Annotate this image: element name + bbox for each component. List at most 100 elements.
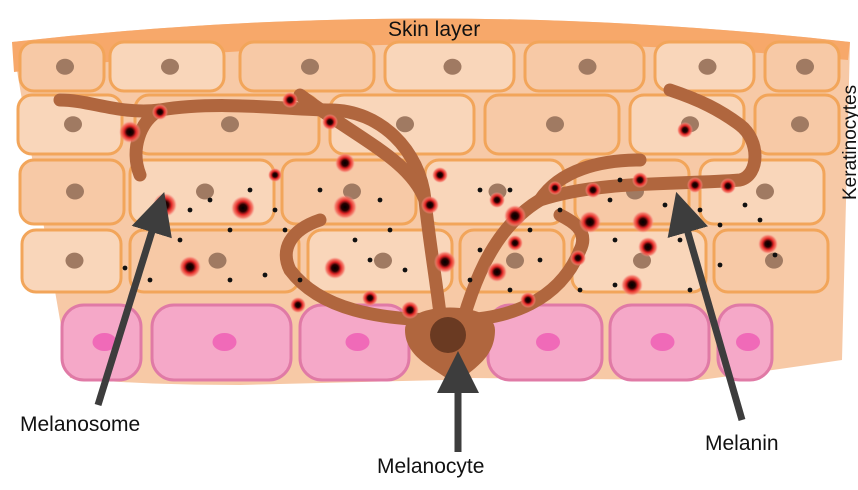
melanin-granule: [538, 258, 543, 263]
melanosome-label: Melanosome: [20, 413, 140, 437]
melanin-granule: [123, 266, 128, 271]
melanosome: [290, 297, 306, 313]
melanin-granule: [578, 288, 583, 293]
melanin-granule: [378, 198, 383, 203]
melanosome: [758, 234, 778, 254]
melanosome: [632, 172, 648, 188]
melanosome: [231, 196, 255, 220]
melanin-granule: [743, 203, 748, 208]
melanin-granule: [663, 203, 668, 208]
melanosome: [720, 178, 736, 194]
melanosome: [119, 121, 141, 143]
melanin-granule: [508, 288, 513, 293]
keratinocyte-nucleus: [196, 184, 214, 200]
melanosome: [179, 256, 201, 278]
keratinocyte-nucleus: [791, 116, 809, 132]
keratinocyte-nucleus: [796, 59, 814, 75]
melanosome: [487, 262, 507, 282]
melanosome: [585, 182, 601, 198]
melanin-granule: [618, 178, 623, 183]
melanin-granule: [248, 188, 253, 193]
melanin-granule: [263, 273, 268, 278]
keratinocyte-nucleus: [64, 116, 82, 132]
melanin-granule: [283, 228, 288, 233]
melanin-granule: [178, 238, 183, 243]
melanin-label: Melanin: [705, 432, 779, 456]
melanin-granule: [688, 288, 693, 293]
keratinocyte-nucleus: [546, 116, 564, 132]
melanosome: [548, 181, 562, 195]
melanosome: [677, 122, 693, 138]
keratinocyte-nucleus: [444, 59, 462, 75]
melanosome: [570, 250, 586, 266]
melanosome: [504, 205, 526, 227]
melanin-granule: [228, 228, 233, 233]
melanin-granule: [773, 253, 778, 258]
melanosome: [434, 251, 456, 273]
melanin-granule: [208, 198, 213, 203]
basal-nucleus: [736, 333, 760, 351]
basal-nucleus: [213, 333, 237, 351]
melanosome: [333, 195, 357, 219]
basal-nucleus: [346, 333, 370, 351]
melanosome: [324, 257, 346, 279]
keratinocyte-nucleus: [396, 116, 414, 132]
keratinocyte-nucleus: [209, 253, 227, 269]
melanosome: [638, 237, 658, 257]
keratinocyte-nucleus: [699, 59, 717, 75]
keratinocyte-nucleus: [374, 253, 392, 269]
melanosome: [432, 167, 448, 183]
melanin-granule: [478, 248, 483, 253]
melanosome: [335, 153, 355, 173]
melanosome: [401, 301, 419, 319]
skin-layer-label: Skin layer: [388, 18, 480, 42]
melanin-granule: [608, 198, 613, 203]
melanosome: [687, 177, 703, 193]
basal-nucleus: [536, 333, 560, 351]
melanin-granule: [148, 278, 153, 283]
melanin-granule: [698, 208, 703, 213]
keratinocyte-nucleus: [756, 184, 774, 200]
melanin-granule: [678, 238, 683, 243]
melanosome: [579, 211, 601, 233]
keratinocyte-nucleus: [66, 253, 84, 269]
melanin-granule: [613, 238, 618, 243]
keratinocyte-nucleus: [506, 253, 524, 269]
melanin-granule: [388, 228, 393, 233]
basal-nucleus: [651, 333, 675, 351]
keratinocyte-nucleus: [66, 184, 84, 200]
keratinocyte-nucleus: [56, 59, 74, 75]
melanin-granule: [188, 208, 193, 213]
melanocyte-label: Melanocyte: [377, 455, 484, 479]
melanin-granule: [353, 238, 358, 243]
melanin-granule: [368, 258, 373, 263]
keratinocytes-label: Keratinocytes: [840, 85, 858, 200]
melanosome: [632, 211, 654, 233]
melanin-granule: [758, 218, 763, 223]
melanin-granule: [468, 278, 473, 283]
melanosome: [268, 168, 282, 182]
melanosome: [282, 92, 298, 108]
melanosome: [152, 104, 168, 120]
melanocyte-nucleus: [430, 317, 466, 353]
melanosome: [421, 196, 439, 214]
keratinocyte-nucleus: [161, 59, 179, 75]
melanosome: [520, 292, 536, 308]
keratinocyte-nucleus: [221, 116, 239, 132]
melanin-granule: [478, 188, 483, 193]
melanin-granule: [718, 263, 723, 268]
melanin-granule: [298, 278, 303, 283]
melanin-granule: [718, 223, 723, 228]
melanin-granule: [613, 283, 618, 288]
melanosome: [362, 290, 378, 306]
melanin-granule: [403, 268, 408, 273]
melanosome: [507, 235, 523, 251]
melanin-granule: [318, 188, 323, 193]
keratinocyte-nucleus: [579, 59, 597, 75]
melanin-granule: [273, 208, 278, 213]
melanin-granule: [228, 278, 233, 283]
melanin-granule: [528, 228, 533, 233]
melanosome: [621, 274, 643, 296]
keratinocyte-nucleus: [301, 59, 319, 75]
